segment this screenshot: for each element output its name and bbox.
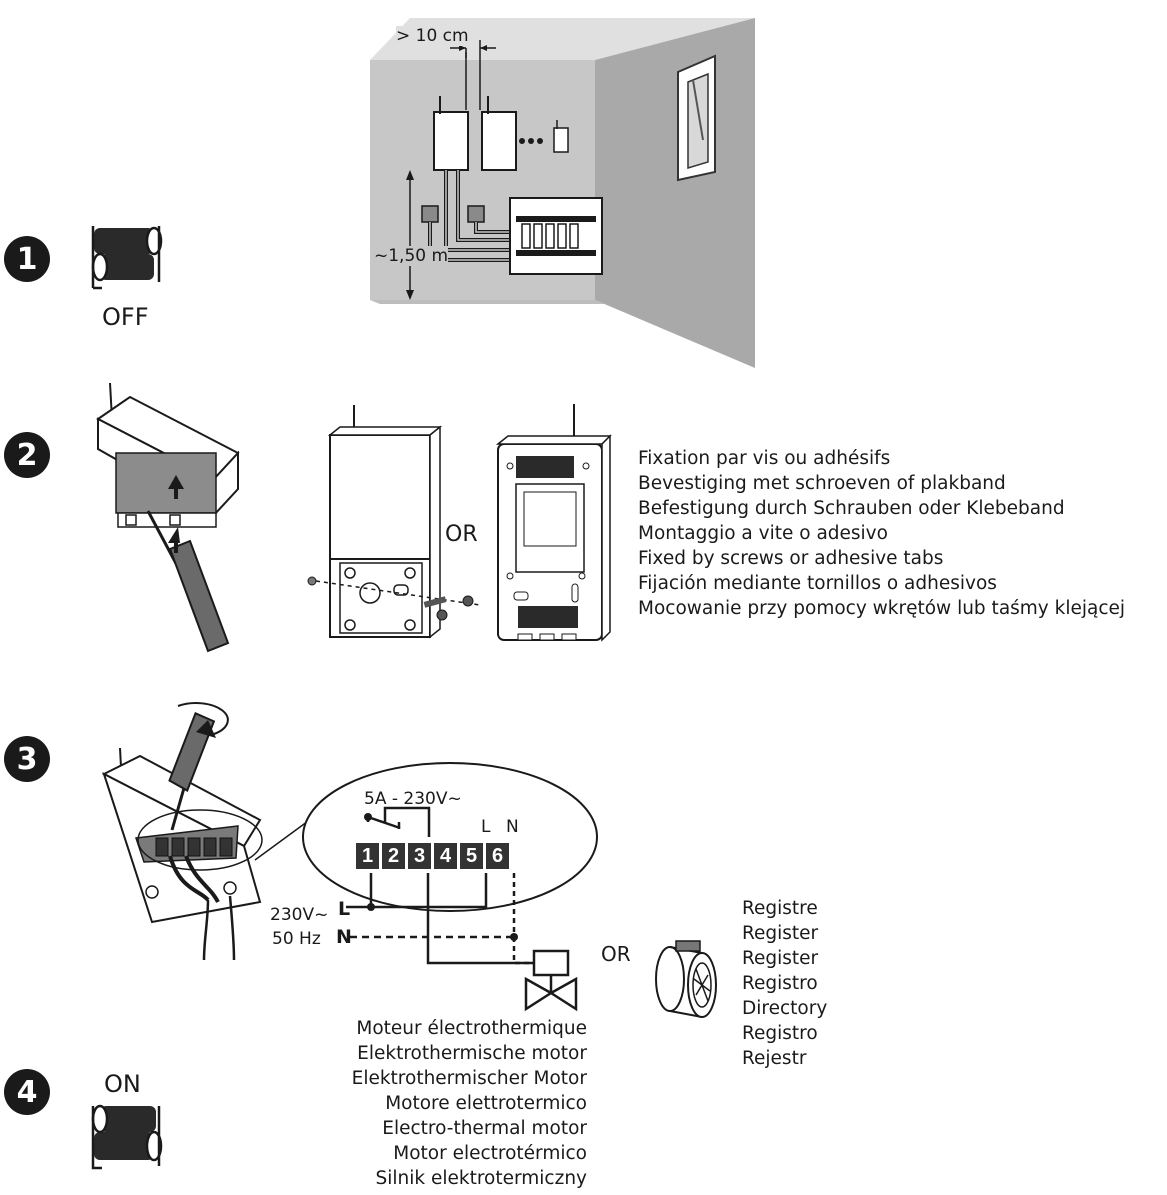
supply-l-label: L	[338, 898, 351, 920]
supply-voltage-label: 230V~	[270, 905, 329, 925]
register-text-fr: Registre	[742, 898, 818, 919]
step-2-badge: 2	[4, 432, 50, 478]
step-3-badge: 3	[4, 736, 50, 782]
terminal-6: 6	[486, 843, 509, 869]
step-1-number: 1	[16, 241, 38, 277]
supply-n-label: N	[336, 926, 352, 948]
motor-text-it: Motore elettrotermico	[385, 1093, 587, 1114]
terminal-5: 5	[460, 843, 483, 869]
actuator-or-label: OR	[601, 942, 631, 966]
step-1-badge: 1	[4, 236, 50, 282]
fixation-text-nl: Bevestiging met schroeven of plakband	[638, 473, 1006, 494]
terminal-4: 4	[434, 843, 457, 869]
register-text-it: Registro	[742, 973, 818, 994]
fixation-text-de: Befestigung durch Schrauben oder Klebeba…	[638, 498, 1065, 519]
terminal-l-label: L	[481, 817, 491, 837]
room-illustration	[370, 18, 755, 368]
motor-text-es: Motor electrotérmico	[393, 1143, 587, 1164]
motor-text-de: Elektrothermischer Motor	[351, 1068, 587, 1089]
fixation-text-es: Fijación mediante tornillos o adhesivos	[638, 573, 997, 594]
motor-text-fr: Moteur électrothermique	[356, 1018, 587, 1039]
register-text-nl: Register	[742, 923, 819, 944]
register-text-de: Register	[742, 948, 819, 969]
register-text-es: Registro	[742, 1023, 818, 1044]
breaker-on-icon	[91, 1104, 163, 1170]
fixation-text-en: Fixed by screws or adhesive tabs	[638, 548, 944, 569]
wiring-diagram	[302, 762, 598, 1012]
terminal-3: 3	[408, 843, 431, 869]
motor-text-pl: Silnik elektrotermiczny	[375, 1168, 587, 1189]
wiring-case-illustration	[101, 702, 263, 961]
terminal-1: 1	[356, 843, 379, 869]
fixation-text-list: Fixation par vis ou adhésifs Bevestiging…	[638, 446, 1125, 621]
fixation-text-pl: Mocowanie przy pomocy wkrętów lub taśmy …	[638, 598, 1126, 619]
step-3-number: 3	[16, 741, 38, 777]
fixation-text-it: Montaggio a vite o adesivo	[638, 523, 888, 544]
register-text-list: Registre Register Register Registro Dire…	[742, 896, 827, 1071]
supply-frequency-label: 50 Hz	[272, 929, 321, 949]
terminal-n-label: N	[506, 817, 519, 837]
fixation-text-fr: Fixation par vis ou adhésifs	[638, 448, 891, 469]
breaker-off-icon	[91, 226, 163, 290]
adhesive-mount-illustration	[495, 404, 612, 642]
step-4-badge: 4	[4, 1069, 50, 1115]
register-text-pl: Rejestr	[742, 1048, 807, 1069]
register-text-en: Directory	[742, 998, 828, 1019]
terminal-2: 2	[382, 843, 405, 869]
open-case-illustration	[96, 382, 240, 653]
terminal-block: 1 2 3 4 5 6	[356, 843, 509, 869]
height-label: ~1,50 m	[374, 246, 449, 266]
motor-text-en: Electro-thermal motor	[382, 1118, 587, 1139]
step-4-number: 4	[16, 1074, 38, 1110]
damper-icon	[655, 940, 717, 1018]
mount-or-label: OR	[445, 522, 478, 547]
step-2-number: 2	[16, 437, 38, 473]
rating-label: 5A - 230V~	[364, 789, 462, 809]
motor-text-nl: Elektrothermische motor	[357, 1043, 587, 1064]
on-label: ON	[104, 1070, 141, 1098]
screw-mount-illustration	[307, 405, 481, 639]
motor-text-list: Moteur électrothermique Elektrothermisch…	[352, 1016, 587, 1191]
off-label: OFF	[102, 303, 149, 331]
spacing-label: > 10 cm	[396, 26, 469, 46]
